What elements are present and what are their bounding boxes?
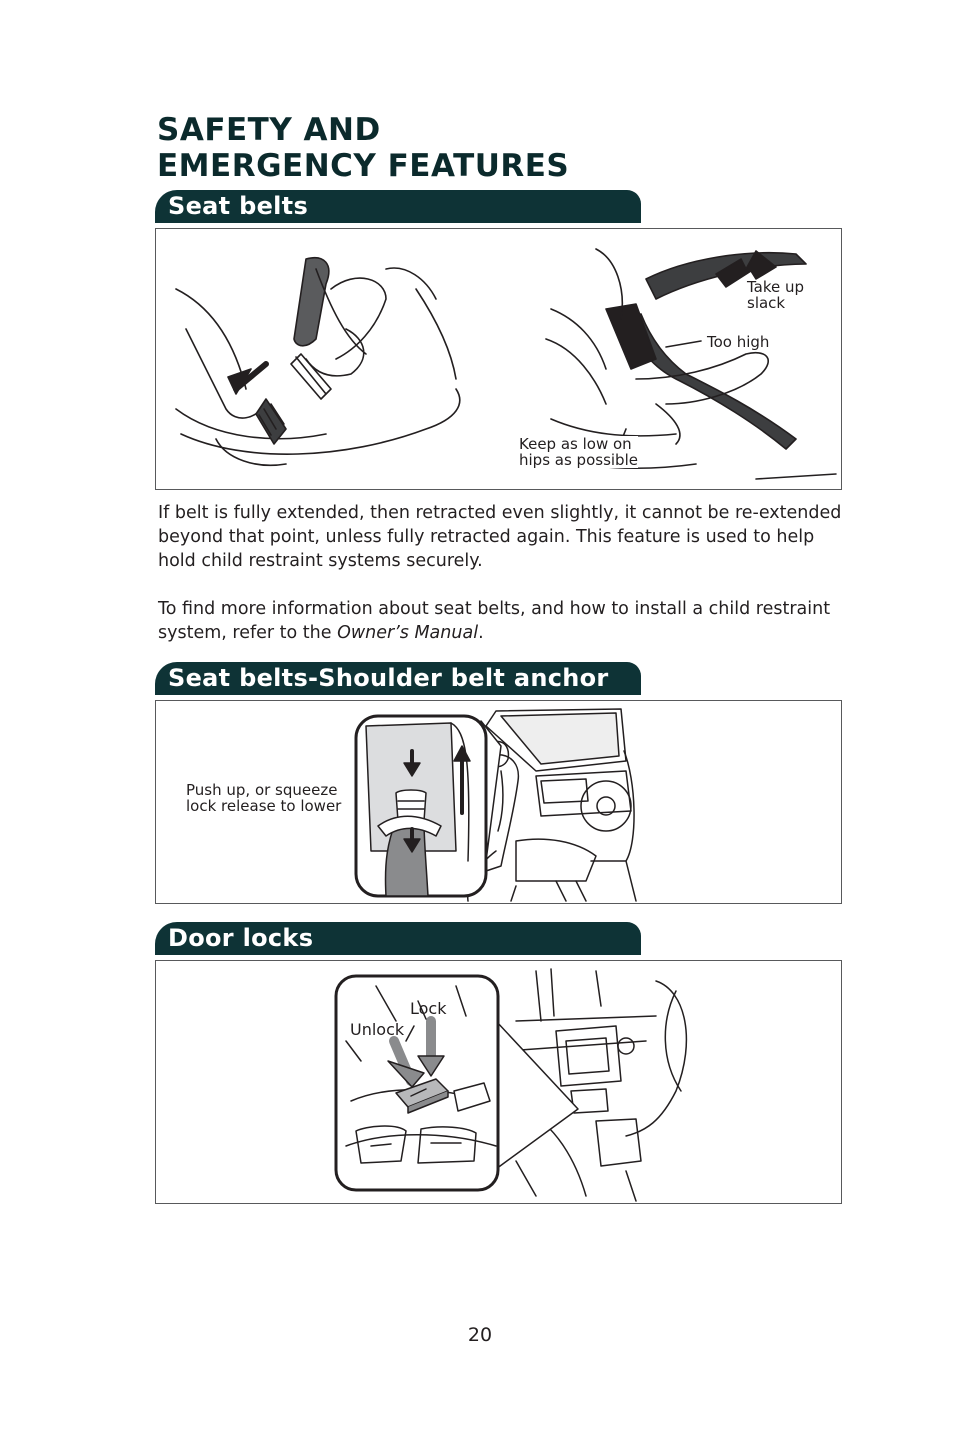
section-heading-door-locks: Door locks (155, 922, 641, 955)
callout-lock: Lock (410, 999, 447, 1018)
page-title: SAFETY AND EMERGENCY FEATURES (157, 112, 569, 184)
section-heading-seat-belts: Seat belts (155, 190, 641, 223)
door-lock-switch-drawing (334, 968, 688, 1202)
door-locks-illustration: Lock Unlock (155, 960, 842, 1204)
callout-too-high: Too high (707, 333, 770, 351)
callout-push-up-line2: lock release to lower (186, 797, 342, 815)
section-heading-shoulder-belt-anchor: Seat belts-Shoulder belt anchor (155, 662, 641, 695)
callout-take-up-line2: slack (747, 294, 786, 312)
callout-keep-low-line2: hips as possible (519, 451, 638, 469)
callout-take-up-line1: Take up (747, 278, 805, 296)
callout-unlock: Unlock (350, 1020, 405, 1039)
seat-belt-paragraph-1: If belt is fully extended, then retracte… (158, 503, 842, 571)
page-title-line1: SAFETY AND (157, 112, 381, 148)
shoulder-belt-anchor-illustration: Push up, or squeeze lock release to lowe… (155, 700, 842, 904)
seat-belts-illustration: Take up slack Too high Keep as low on hi… (155, 228, 842, 490)
page-title-line2: EMERGENCY FEATURES (157, 148, 570, 184)
seat-belt-paragraph-2: To find more information about seat belt… (158, 597, 848, 645)
seat-belt-paragraph-2-text: To find more information about seat belt… (158, 599, 831, 643)
callout-push-up-line1: Push up, or squeeze (186, 781, 338, 799)
seat-belt-buckle-drawing (175, 248, 837, 480)
callout-take-up-slack: Take up slack (747, 279, 804, 311)
owners-manual-reference: Owner’s Manual (337, 623, 479, 643)
page-number: 20 (467, 1324, 493, 1346)
callout-keep-low: Keep as low on hips as possible (519, 436, 638, 468)
callout-push-up-squeeze: Push up, or squeeze lock release to lowe… (186, 782, 341, 814)
shoulder-anchor-drawing (354, 708, 637, 902)
callout-keep-low-line1: Keep as low on (519, 435, 632, 453)
seat-belt-paragraph-2-end: . (478, 623, 484, 643)
